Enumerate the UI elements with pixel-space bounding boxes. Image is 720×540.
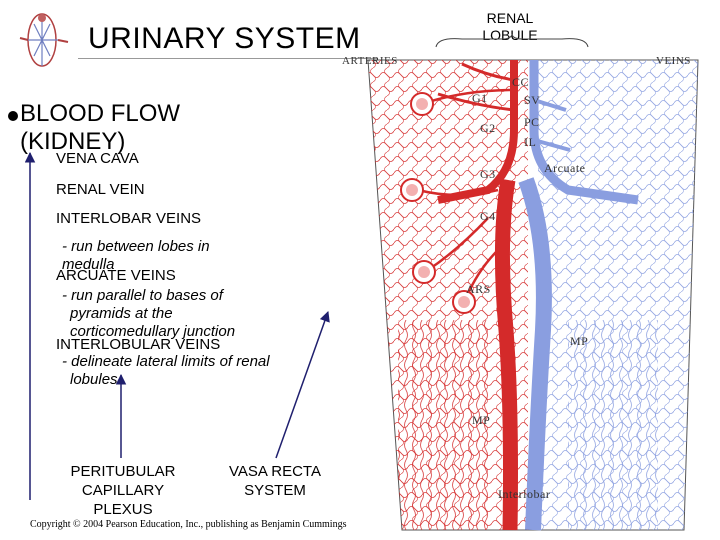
caption-vasa-recta: VASA RECTA SYSTEM	[229, 463, 321, 499]
glomerulus-g2	[400, 178, 424, 202]
label-pc: PC	[524, 115, 540, 129]
interlobar-vein	[518, 177, 552, 531]
label-mp-left: MP	[472, 413, 490, 427]
heading-line-2: (KIDNEY)	[20, 128, 126, 155]
item-interlobular-veins: INTERLOBULAR VEINS	[56, 336, 221, 353]
note-interlobar: - run between lobes in medulla	[62, 238, 210, 273]
vasa-recta-arterial	[398, 320, 488, 530]
kidney-logo-icon	[14, 8, 72, 72]
label-arcuate: Arcuate	[544, 161, 585, 175]
lobule-brace	[435, 33, 589, 48]
label-g3: G3	[480, 167, 496, 181]
label-interlobar: Interlobar	[498, 487, 550, 501]
copyright-text: Copyright © 2004 Pearson Education, Inc.…	[30, 519, 347, 530]
vasa-recta-venous	[568, 320, 658, 530]
label-arteries: ARTERIES	[342, 55, 398, 67]
interlobar-artery	[494, 178, 518, 531]
note-interlobular: - delineate lateral limits of renal lobu…	[62, 353, 270, 388]
item-renal-vein: RENAL VEIN	[56, 181, 145, 198]
label-il: IL	[524, 135, 536, 149]
flow-arrows	[24, 151, 330, 500]
arrow-vasa-recta	[275, 311, 330, 459]
interlobular-artery	[437, 60, 518, 204]
label-g2: G2	[480, 121, 496, 135]
note-arcuate: - run parallel to bases of pyramids at t…	[62, 287, 236, 340]
title-underline	[78, 58, 378, 59]
label-cc: CC	[512, 75, 529, 89]
bullet-dot	[8, 111, 18, 121]
label-g4: G4	[480, 209, 496, 223]
item-vena-cava: VENA CAVA	[56, 150, 139, 167]
label-veins: VEINS	[656, 55, 691, 67]
caption-peritubular: PERITUBULAR CAPILLARY PLEXUS	[70, 463, 176, 518]
slide-title: URINARY SYSTEM	[88, 22, 361, 55]
label-ars: ARS	[466, 282, 491, 296]
item-interlobar-veins: INTERLOBAR VEINS	[56, 210, 202, 227]
glomerulus-g3	[412, 260, 436, 284]
label-mp-right: MP	[570, 334, 588, 348]
item-arcuate-veins: ARCUATE VEINS	[56, 267, 176, 284]
heading-line-1: BLOOD FLOW	[20, 100, 181, 127]
label-g1: G1	[472, 91, 488, 105]
label-sv: SV	[524, 93, 540, 107]
renal-lobule-figure: ARTERIES VEINS CC SV PC IL Arcuate G1 G2…	[342, 55, 699, 531]
heading: BLOOD FLOW (KIDNEY)	[20, 100, 180, 156]
glomerulus-g1	[410, 92, 434, 116]
interlobular-vein	[529, 60, 639, 205]
glomerulus-g4	[452, 290, 476, 314]
